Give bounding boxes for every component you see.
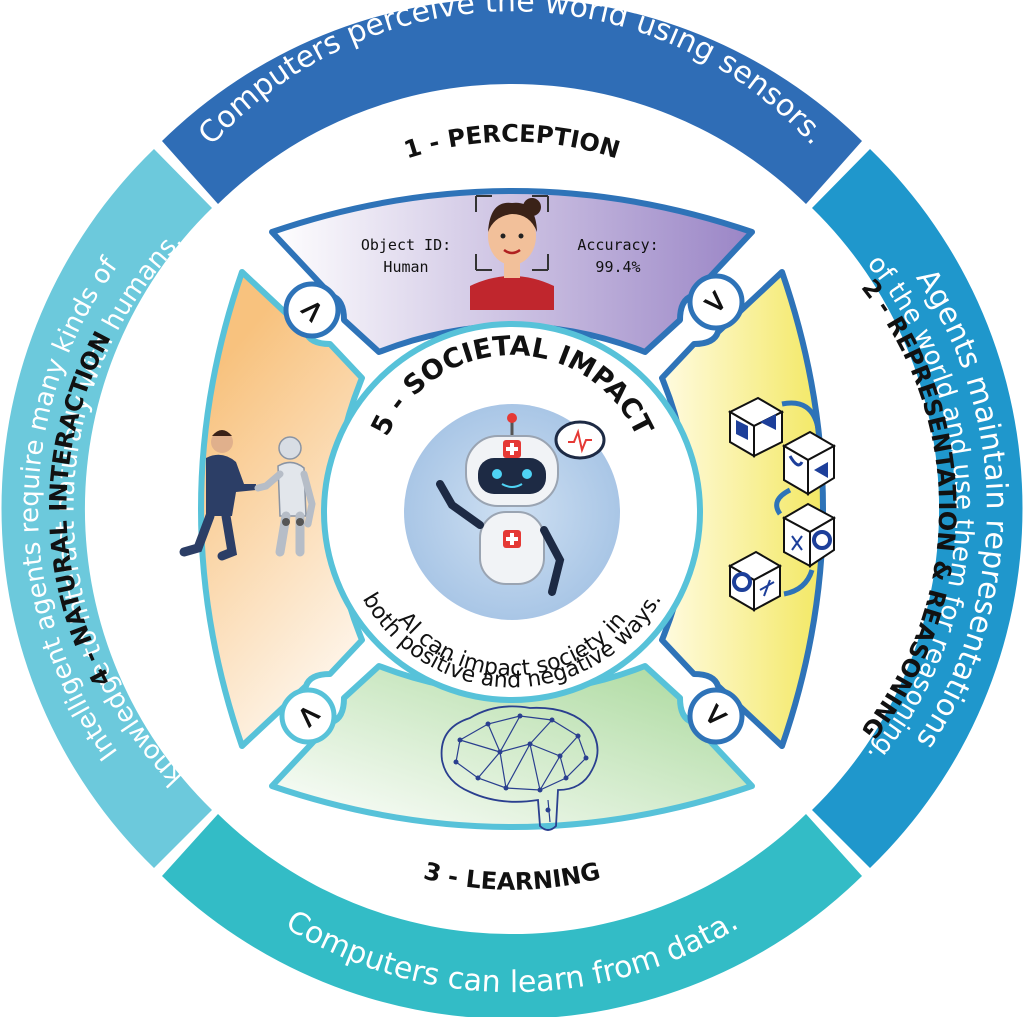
outer-segment-perception bbox=[162, 0, 862, 204]
arrow-curve-icon bbox=[783, 569, 815, 597]
humanoid-robot-icon bbox=[254, 436, 316, 557]
object-id-label: Object ID: bbox=[361, 236, 451, 254]
outer-segment-representation bbox=[812, 149, 1023, 868]
robot-icon bbox=[436, 413, 606, 596]
arrow-curve-icon bbox=[781, 400, 821, 429]
section-title-learning: 3 - LEARNING bbox=[421, 857, 603, 896]
connector-top-left: > bbox=[283, 281, 341, 339]
connectors: > > > > bbox=[279, 273, 745, 745]
businessman-icon bbox=[179, 430, 256, 561]
outer-segment-interaction bbox=[1, 149, 212, 868]
outer-segment-learning bbox=[162, 814, 862, 1019]
handshake-illustration bbox=[179, 430, 316, 561]
cubes-illustration bbox=[727, 396, 837, 612]
arrow-curve-icon bbox=[774, 487, 792, 516]
cube-icon bbox=[727, 396, 785, 458]
object-id-value: Human bbox=[383, 258, 428, 276]
face-scan-brackets bbox=[475, 195, 549, 271]
connector-bottom-right: > bbox=[687, 687, 745, 745]
person-shirt bbox=[470, 276, 554, 310]
accuracy-label: Accuracy: bbox=[577, 236, 658, 254]
cube-icon bbox=[781, 502, 837, 568]
section-title-perception: 1 - PERCEPTION bbox=[401, 120, 624, 165]
accuracy-value: 99.4% bbox=[595, 258, 640, 276]
person-face-icon bbox=[488, 207, 536, 265]
connector-top-right: > bbox=[687, 273, 745, 331]
panel-learning bbox=[269, 663, 755, 830]
perception-illustration: Object ID: Human Accuracy: 99.4% bbox=[361, 195, 659, 310]
connector-bottom-left: > bbox=[279, 687, 337, 745]
brain-network-icon bbox=[440, 705, 599, 831]
hub: 5 - SOCIETAL IMPACT AI can impact societ… bbox=[321, 321, 703, 703]
cube-icon bbox=[781, 430, 837, 496]
cube-icon bbox=[727, 550, 783, 612]
